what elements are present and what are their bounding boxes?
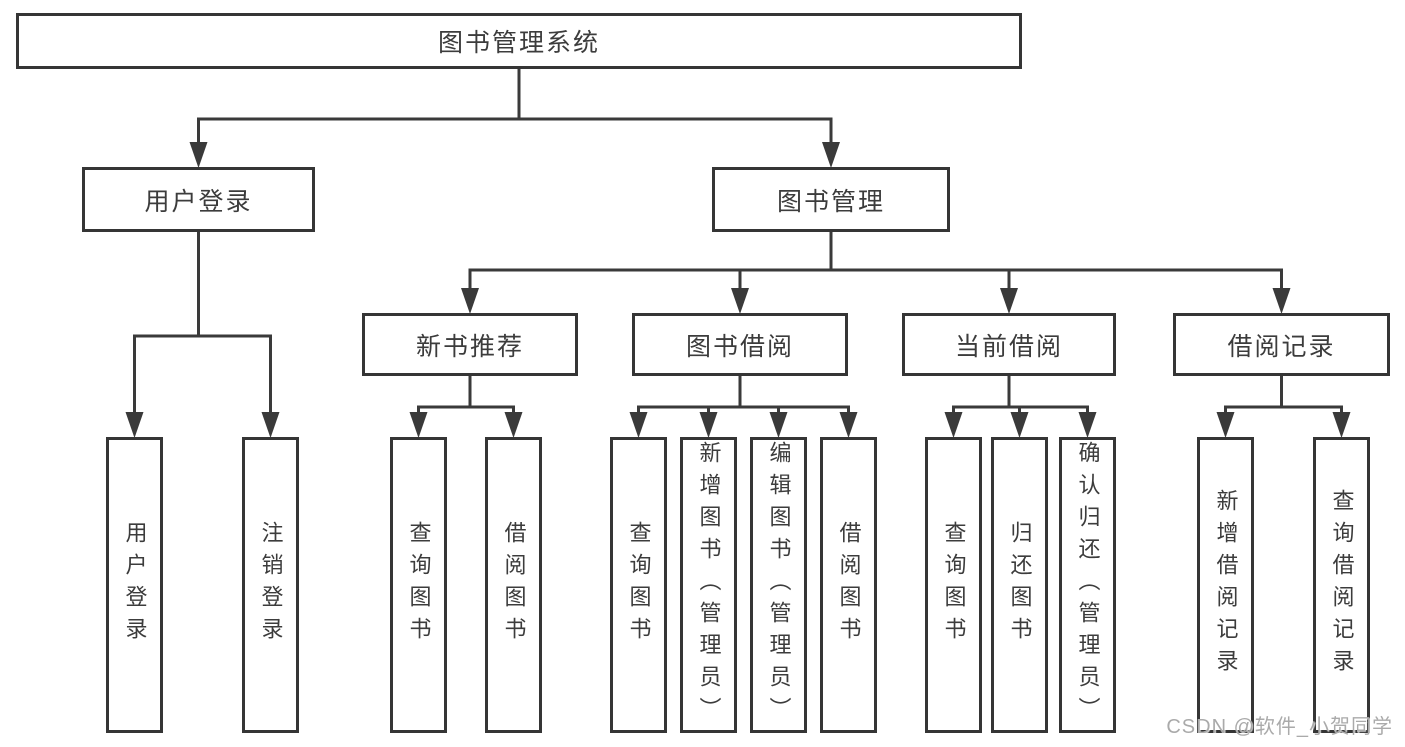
node-label-borrow-records: 借阅记录 xyxy=(1227,332,1336,361)
node-label-leaf-user-login: 用户登录 xyxy=(122,521,148,649)
node-label-leaf-return-book: 归还图书 xyxy=(1007,521,1033,649)
watermark-text: CSDN @软件_小贺同学 xyxy=(1166,716,1393,738)
node-label-leaf-query-book-2: 查询图书 xyxy=(626,521,652,649)
node-leaf-add-book: 新增图书（管理员） xyxy=(680,437,737,733)
node-label-user-login: 用户登录 xyxy=(144,187,253,216)
node-label-new-book-rec: 新书推荐 xyxy=(415,332,524,361)
node-book-borrow: 图书借阅 xyxy=(632,313,848,376)
node-leaf-add-record: 新增借阅记录 xyxy=(1197,437,1254,733)
node-label-leaf-borrow-book-2: 借阅图书 xyxy=(836,521,862,649)
node-label-leaf-edit-book: 编辑图书（管理员） xyxy=(766,441,792,729)
node-root: 图书管理系统 xyxy=(16,13,1022,69)
node-user-login: 用户登录 xyxy=(82,167,315,232)
node-leaf-query-book-3: 查询图书 xyxy=(925,437,982,733)
node-leaf-borrow-book-1: 借阅图书 xyxy=(485,437,542,733)
node-label-leaf-add-record: 新增借阅记录 xyxy=(1213,489,1239,681)
node-new-book-rec: 新书推荐 xyxy=(362,313,578,376)
node-leaf-borrow-book-2: 借阅图书 xyxy=(820,437,877,733)
node-leaf-user-login: 用户登录 xyxy=(106,437,163,733)
node-leaf-edit-book: 编辑图书（管理员） xyxy=(750,437,807,733)
node-label-root: 图书管理系统 xyxy=(437,29,600,57)
node-label-leaf-add-book: 新增图书（管理员） xyxy=(696,441,722,729)
node-leaf-query-record: 查询借阅记录 xyxy=(1313,437,1370,733)
node-leaf-query-book-1: 查询图书 xyxy=(390,437,447,733)
node-leaf-confirm-return: 确认归还（管理员） xyxy=(1059,437,1116,733)
node-label-leaf-logout: 注销登录 xyxy=(258,521,284,649)
node-label-book-mgmt: 图书管理 xyxy=(776,187,885,216)
node-current-borrow: 当前借阅 xyxy=(902,313,1116,376)
node-label-leaf-query-book-3: 查询图书 xyxy=(941,521,967,649)
node-label-book-borrow: 图书借阅 xyxy=(685,332,794,361)
node-label-leaf-query-record: 查询借阅记录 xyxy=(1329,489,1355,681)
node-leaf-return-book: 归还图书 xyxy=(991,437,1048,733)
node-label-leaf-confirm-return: 确认归还（管理员） xyxy=(1075,441,1101,729)
node-leaf-logout: 注销登录 xyxy=(242,437,299,733)
node-label-leaf-query-book-1: 查询图书 xyxy=(406,521,432,649)
node-label-current-borrow: 当前借阅 xyxy=(954,332,1063,361)
node-borrow-records: 借阅记录 xyxy=(1173,313,1390,376)
node-leaf-query-book-2: 查询图书 xyxy=(610,437,667,733)
node-label-leaf-borrow-book-1: 借阅图书 xyxy=(501,521,527,649)
node-book-mgmt: 图书管理 xyxy=(712,167,950,232)
